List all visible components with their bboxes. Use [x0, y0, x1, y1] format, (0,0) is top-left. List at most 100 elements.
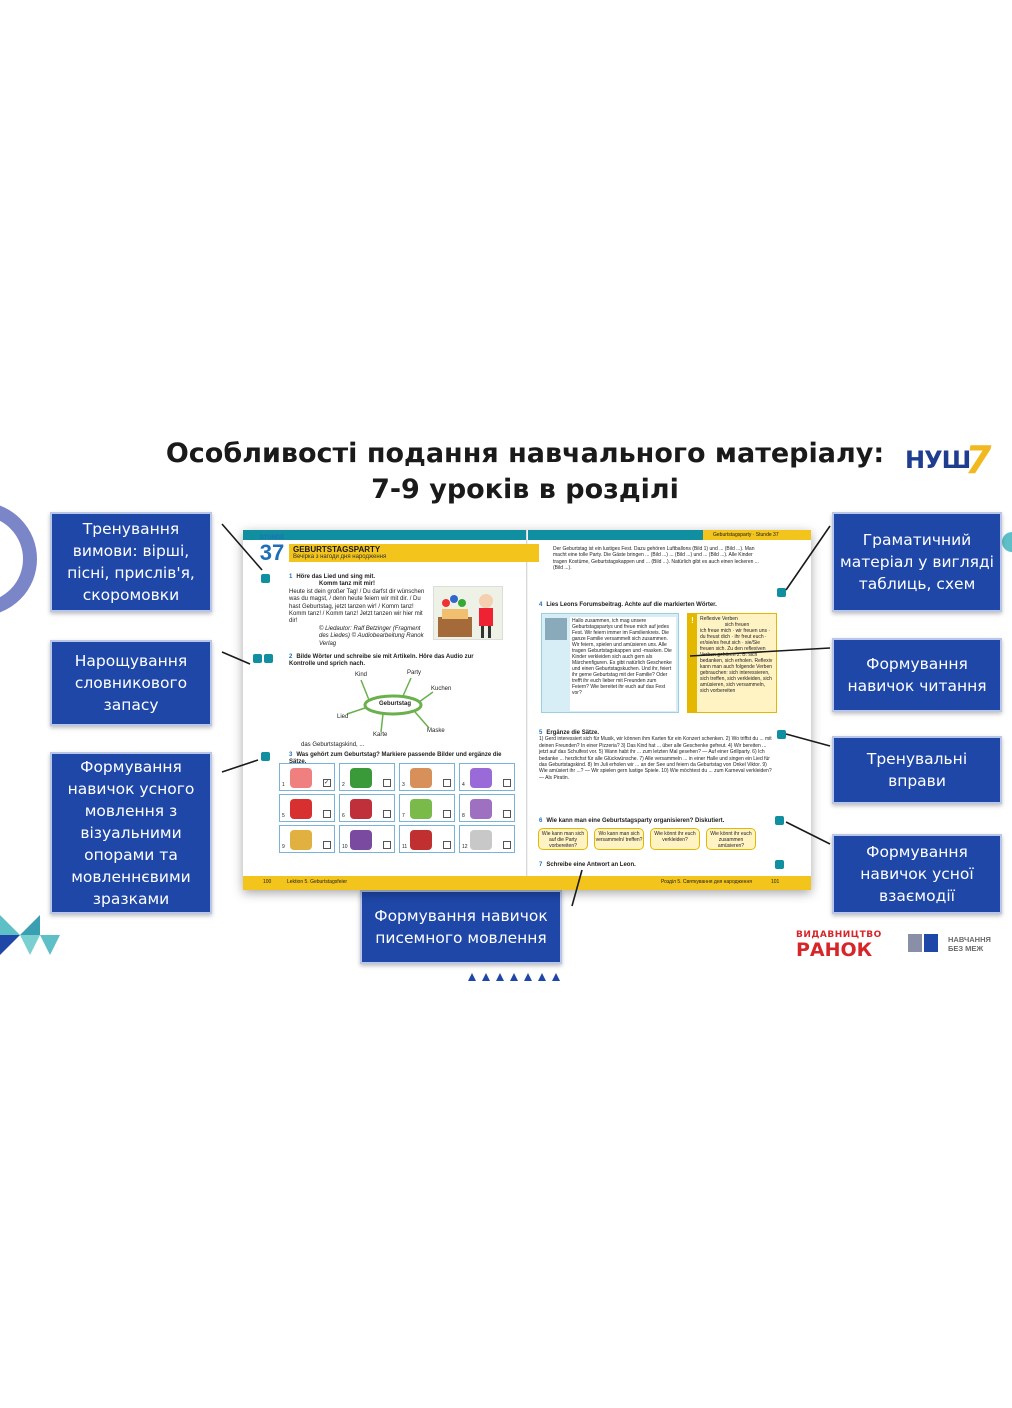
- stunde-badge: STUNDE 37: [257, 535, 287, 564]
- prompt-pill: Wie könnt ihr euch verkleiden?: [650, 828, 700, 850]
- speech-icon: [261, 752, 270, 761]
- logo-text: НАВЧАННЯ БЕЗ МЕЖ: [948, 935, 991, 953]
- stunde-label: STUNDE: [259, 535, 285, 541]
- ranok-logo-top: ВИДАВНИЦТВО: [796, 930, 882, 940]
- exercise-title: Bilde Wörter und schreibe sie mit Artike…: [289, 654, 474, 668]
- exercise-number: 2: [289, 654, 293, 660]
- birthday-photo: [433, 586, 503, 640]
- mindmap-word: Kuchen: [431, 686, 452, 692]
- title-line-1: Особливості подання навчального матеріал…: [165, 438, 885, 469]
- checkbox[interactable]: [503, 841, 511, 849]
- slide: Особливості подання навчального матеріал…: [0, 420, 1012, 981]
- picture-cell: 12: [459, 825, 515, 853]
- checkbox[interactable]: [503, 810, 511, 818]
- checkbox[interactable]: [443, 841, 451, 849]
- right-intro-text: Der Geburtstag ist ein lustiges Fest. Da…: [553, 546, 759, 572]
- book-fold: [526, 530, 528, 890]
- lesson-title-ua: Вечірка з нагоди дня народження: [293, 554, 387, 560]
- song-credit: © Liedautor: Ralf Betzinger (Fragment de…: [319, 625, 424, 647]
- exercise-lines: 1) Gerd interessiert sich für Musik, wir…: [539, 736, 772, 781]
- book-top-bar-accent: [703, 530, 811, 540]
- checkbox[interactable]: [443, 810, 451, 818]
- textbook-spread: Geburtstagsparty · Stunde 37 STUNDE 37 G…: [243, 530, 811, 890]
- slide-title: Особливості подання навчального матеріал…: [150, 436, 900, 508]
- discussion-prompts: Wie kann man sich auf die Party vorberei…: [538, 828, 756, 850]
- exercise-number: 7: [539, 862, 543, 868]
- callout-vocabulary: Нарощування словникового запасу: [50, 640, 212, 726]
- exclamation-icon: !: [688, 614, 697, 712]
- exercise-title: Wie kann man eine Geburtstagsparty organ…: [546, 818, 725, 824]
- exercise-number: 3: [289, 752, 293, 758]
- mindmap-word: Party: [407, 670, 422, 676]
- decorative-triangles: [0, 905, 60, 965]
- exercise-2-example: das Geburtstagskind, ...: [301, 742, 365, 748]
- exercise-title: Schreibe eine Antwort an Leon.: [546, 862, 636, 868]
- decorative-shape: [1002, 532, 1012, 552]
- forum-text: Hallo zusammen, ich mag unsere Geburtsta…: [570, 617, 676, 711]
- exercise-number: 1: [289, 574, 293, 580]
- checkbox[interactable]: [503, 779, 511, 787]
- checkbox[interactable]: ✓: [323, 779, 331, 787]
- page-footer-left: Lektion 5. Geburtstagsfeier: [287, 879, 348, 885]
- callout-writing: Формування навичок писемного мовлення: [360, 890, 562, 964]
- checkbox[interactable]: [323, 841, 331, 849]
- pencil-icon: [777, 730, 786, 739]
- mindmap-word: Kind: [355, 672, 368, 678]
- song-lines: Heute ist dein großer Tag! / Du darfst d…: [289, 588, 425, 625]
- mindmap-center: Geburtstag: [379, 701, 412, 707]
- picture-cell: 5: [279, 794, 335, 822]
- page-number-right: 101: [771, 879, 780, 885]
- callout-pronunciation: Тренування вимови: вірші, пісні, прислів…: [50, 512, 212, 612]
- picture-cell: 7: [399, 794, 455, 822]
- picture-cell: 11: [399, 825, 455, 853]
- picture-grid: 1✓ 2 3 4 5 6 7 8 9 10 11 12: [279, 763, 515, 853]
- picture-cell: 6: [339, 794, 395, 822]
- decorative-circle: [0, 494, 40, 624]
- picture-cell: 2: [339, 763, 395, 791]
- exercise-number: 4: [539, 602, 543, 608]
- book-footer: 100 Lektion 5. Geburtstagsfeier Розділ 5…: [243, 876, 811, 890]
- decorative-dots: [468, 968, 578, 981]
- mindmap-word: Lied: [337, 714, 349, 720]
- mindmap: Geburtstag Kind Party Kuchen Lied Maske …: [333, 670, 453, 740]
- ranok-logo-name: РАНОК: [796, 939, 873, 961]
- picture-cell: 8: [459, 794, 515, 822]
- prompt-pill: Wo kann man sich versammeln/ treffen?: [594, 828, 644, 850]
- picture-cell: 9: [279, 825, 335, 853]
- checkbox[interactable]: [383, 810, 391, 818]
- book-header-right: Geburtstagsparty · Stunde 37: [713, 532, 779, 538]
- song-title: Komm tanz mit mir!: [319, 581, 376, 588]
- callout-speaking-visual: Формування навичок усного мовлення з віз…: [50, 752, 212, 914]
- logo-square-icon: [908, 934, 922, 952]
- audio-icon: [261, 574, 270, 583]
- exercise-number: 5: [539, 730, 543, 736]
- nush-logo-number: 7: [965, 438, 992, 482]
- page-footer-right: Розділ 5. Святкування дня народження: [661, 879, 752, 885]
- callout-grammar: Граматичний матеріал у вигляді таблиць, …: [832, 512, 1002, 612]
- picture-cell: 1✓: [279, 763, 335, 791]
- checkbox[interactable]: [323, 810, 331, 818]
- stunde-number: 37: [259, 540, 285, 566]
- checkbox[interactable]: [383, 841, 391, 849]
- exercise-number: 6: [539, 818, 543, 824]
- prompt-pill: Wie kann man sich auf die Party vorberei…: [538, 828, 588, 850]
- mindmap-word: Maske: [427, 728, 445, 734]
- checkbox[interactable]: [383, 779, 391, 787]
- picture-cell: 10: [339, 825, 395, 853]
- callout-exercises: Тренувальні вправи: [832, 736, 1002, 804]
- grammar-table: ! Reflexive Verben sich freuen ich freue…: [687, 613, 777, 713]
- navchannya-bez-mezh-logo: НАВЧАННЯ БЕЗ МЕЖ: [906, 932, 1006, 956]
- nush-logo-text: НУШ: [905, 446, 971, 474]
- lesson-title-de: GEBURTSTAGSPARTY: [293, 545, 381, 554]
- dialogue-icon: [775, 816, 784, 825]
- audio-icon: [253, 654, 262, 663]
- checkbox[interactable]: [443, 779, 451, 787]
- exercise-title: Lies Leons Forumsbeitrag. Achte auf die …: [546, 602, 717, 608]
